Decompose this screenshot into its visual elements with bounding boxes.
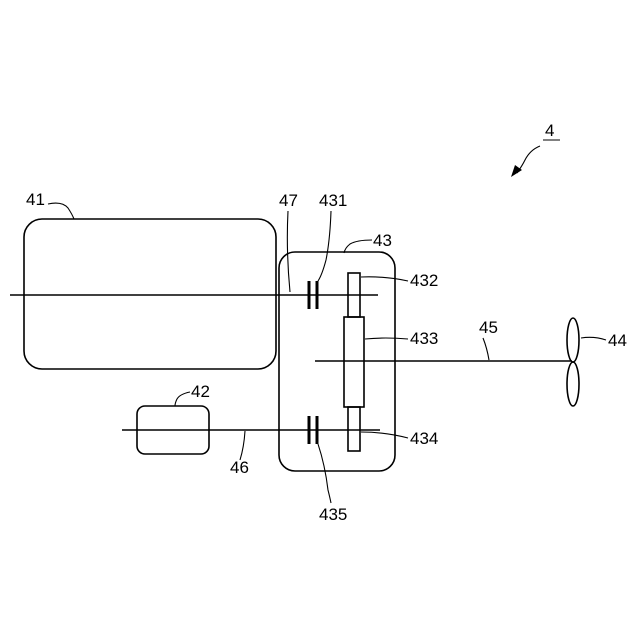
leader-45 bbox=[483, 338, 489, 360]
label-431: 431 bbox=[319, 191, 347, 210]
leader-42 bbox=[175, 392, 190, 406]
leader-433 bbox=[365, 338, 408, 339]
gear-434 bbox=[348, 407, 360, 451]
label-4-arrowhead bbox=[511, 165, 522, 177]
leader-43 bbox=[344, 240, 372, 253]
leader-434 bbox=[361, 432, 408, 438]
leader-435 bbox=[318, 444, 331, 503]
leader-432 bbox=[361, 277, 408, 281]
gear-433 bbox=[344, 317, 364, 407]
label-434: 434 bbox=[410, 429, 438, 448]
label-46: 46 bbox=[230, 458, 249, 477]
label-432: 432 bbox=[410, 271, 438, 290]
label-435: 435 bbox=[319, 505, 347, 524]
label-45: 45 bbox=[479, 318, 498, 337]
label-42: 42 bbox=[191, 382, 210, 401]
label-47: 47 bbox=[279, 191, 298, 210]
propeller-blade-lower bbox=[567, 362, 579, 406]
leader-44 bbox=[581, 337, 606, 340]
propeller-blade-upper bbox=[567, 318, 579, 362]
label-44: 44 bbox=[608, 331, 627, 350]
label-433: 433 bbox=[410, 329, 438, 348]
label-43: 43 bbox=[373, 231, 392, 250]
leader-46 bbox=[240, 431, 245, 460]
leader-41 bbox=[48, 203, 74, 219]
leader-431 bbox=[318, 211, 331, 281]
label-41: 41 bbox=[26, 190, 45, 209]
label-4: 4 bbox=[545, 121, 554, 140]
engine-box bbox=[24, 219, 276, 369]
leader-47 bbox=[287, 211, 290, 292]
